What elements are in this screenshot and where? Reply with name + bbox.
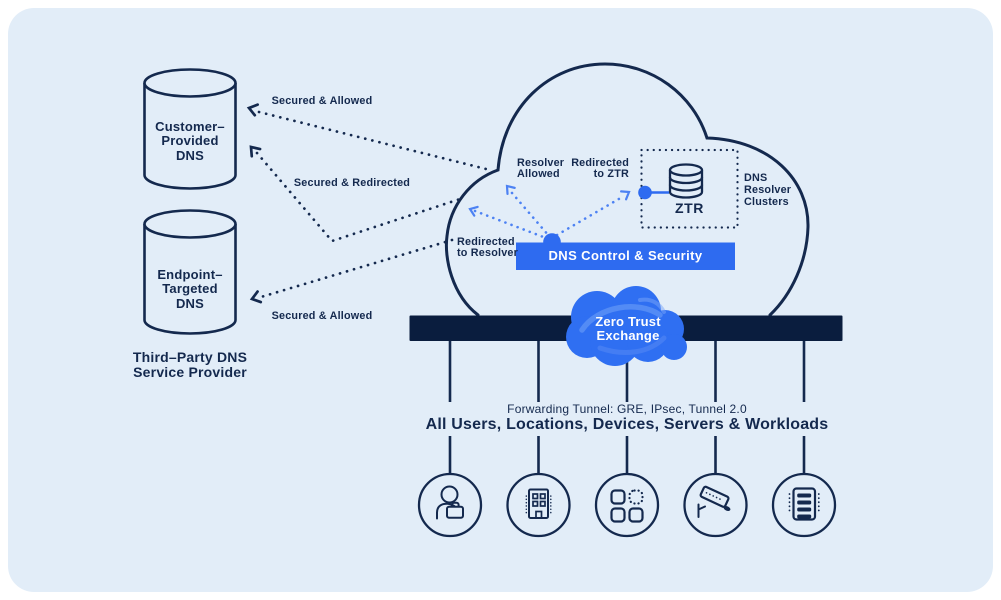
secured-allowed-top-label: Secured & Allowed [271, 94, 373, 107]
forwarding-tunnel-caption: Forwarding Tunnel: GRE, IPsec, Tunnel 2.… [507, 401, 747, 416]
third-party-provider-caption: Third–Party DNS Service Provider [132, 349, 248, 381]
endpoint-dns-label: Endpoint– Targeted DNS [157, 266, 223, 312]
apps-icon [610, 489, 644, 523]
redirected-to-resolver-label: Redirected to Resolver [457, 235, 519, 260]
secured-allowed-bottom-label: Secured & Allowed [271, 309, 373, 322]
security-cloud-outline [444, 62, 810, 317]
dns-control-bar [516, 242, 735, 270]
resolver-allowed-label: Resolver Allowed [517, 156, 565, 181]
redirected-to-ztr-label: Redirected to ZTR [571, 156, 629, 181]
resolver-allowed-arrowhead [505, 184, 516, 195]
endpoint-dns-cylinder [143, 209, 237, 335]
redirected-resolver-arrowhead [468, 205, 479, 217]
camera-icon [697, 485, 731, 518]
redirected-ztr-arrowhead [620, 190, 631, 201]
endpoint-circles [417, 472, 837, 538]
customer-dns-label: Customer– Provided DNS [155, 118, 225, 164]
user-icon [436, 485, 464, 520]
ztr-box [640, 148, 739, 229]
ztr-node-dot [638, 185, 652, 200]
zero-trust-exchange-label: Zero Trust Exchange [595, 313, 661, 343]
audience-caption: All Users, Locations, Devices, Servers &… [425, 415, 829, 433]
zero-trust-exchange-cloud [566, 286, 687, 366]
building-icon [525, 488, 552, 519]
customer-dns-cylinder [143, 68, 237, 190]
server-icon [788, 487, 820, 521]
dns-control-security-label: DNS Control & Security [548, 247, 703, 263]
secured-redirected-arrowhead [249, 145, 262, 158]
blue-flow-lines [468, 184, 631, 240]
secured-allowed-bottom-arrowhead [249, 290, 263, 304]
secured-redirected-label: Secured & Redirected [293, 176, 411, 189]
secured-allowed-top-arrowhead [246, 103, 260, 117]
tunnel-lines [448, 341, 806, 474]
dark-flow-lines [246, 103, 492, 304]
ztr-database-icon [668, 163, 704, 199]
ztr-label: ZTR [674, 199, 704, 216]
dns-resolver-clusters-label: DNS Resolver Clusters [744, 172, 792, 208]
